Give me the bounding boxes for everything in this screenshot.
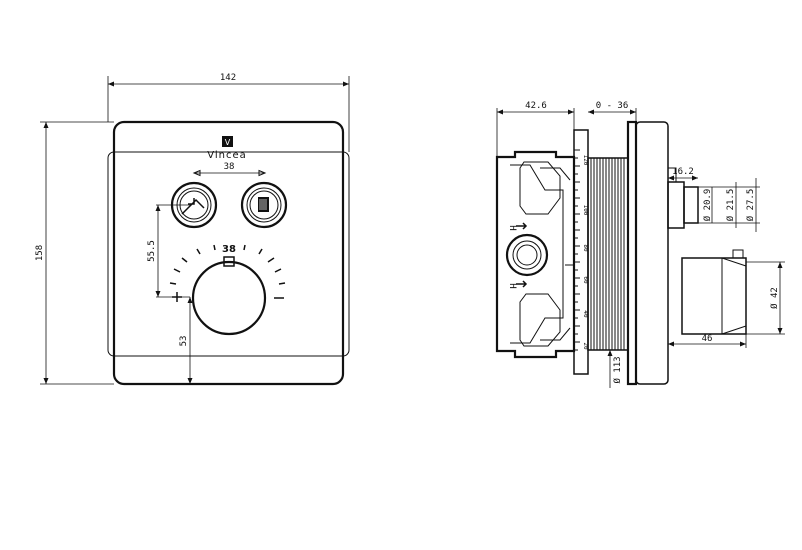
dim-d21-5: Ø 21.5	[725, 189, 736, 222]
scale-label-80: 80	[582, 244, 589, 252]
dim-dial-height: 53	[179, 336, 189, 347]
plus-icon	[172, 292, 182, 302]
dim-adjust-range: 0 - 36	[596, 101, 629, 111]
scale-label-120: 120	[582, 155, 589, 166]
dim-button-to-dial: 55.5	[147, 240, 157, 262]
flow-mark-bottom: H	[507, 283, 517, 288]
dim-button-spacing: 38	[224, 162, 235, 172]
dim-d27-5: Ø 27.5	[745, 189, 756, 222]
scale-label-60: 60	[582, 276, 589, 284]
faceplate-inner-edge	[107, 151, 350, 357]
temperature-scale: 38	[169, 244, 286, 302]
brand-name: Vincea	[207, 150, 247, 161]
plate-side	[626, 120, 638, 386]
front-view: V Vincea 38 55.5 53	[35, 73, 350, 386]
thermostat-dial	[191, 256, 267, 336]
dim-d113: Ø 113	[612, 356, 623, 383]
arrow-right-icon-2	[516, 280, 528, 288]
cartridge-port	[505, 233, 549, 277]
side-view: H H 120 100 80 60 40 20	[495, 101, 785, 388]
dim-height: 158	[35, 245, 45, 261]
button-hand-shower	[240, 181, 288, 229]
dim-46: 46	[702, 334, 713, 344]
dim-16-2: 16.2	[672, 167, 694, 177]
dim-depth: 42.6	[525, 101, 547, 111]
scale-label-40: 40	[582, 310, 589, 318]
scale-label-20: 20	[582, 342, 589, 350]
dim-width: 142	[220, 73, 236, 83]
valve-body	[495, 150, 576, 359]
temperature-mark: 38	[222, 244, 236, 255]
logo-mark	[222, 136, 233, 147]
dim-d42: Ø 42	[769, 287, 780, 309]
dim-d20-9: Ø 20.9	[702, 189, 713, 222]
handle-side	[681, 257, 747, 335]
shower-head-icon	[181, 198, 205, 215]
arrow-right-icon	[516, 222, 528, 230]
scale-label-100: 100	[582, 205, 589, 216]
depth-scale	[573, 129, 589, 375]
hand-shower-icon	[258, 197, 269, 212]
flow-mark-top: H	[507, 225, 517, 230]
faceplate	[112, 120, 345, 386]
logo-letter: V	[225, 138, 231, 147]
button-stem	[667, 181, 685, 229]
